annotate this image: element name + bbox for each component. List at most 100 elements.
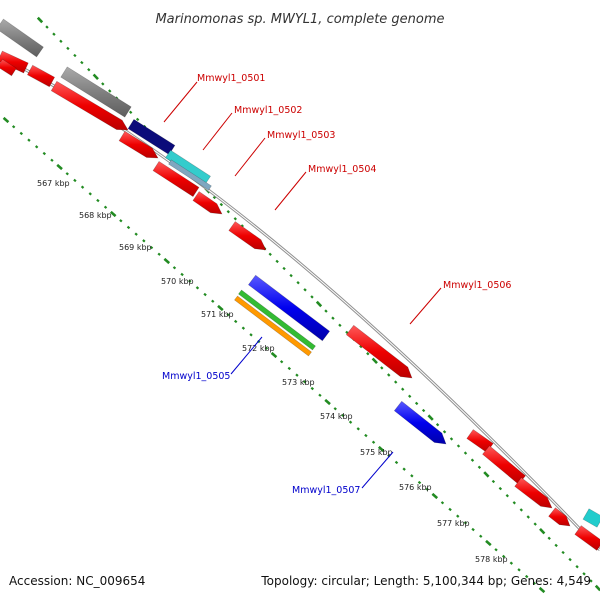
forward-cds[interactable] [466,429,494,453]
minor-tick [364,433,368,438]
minor-tick [302,380,307,384]
minor-tick [477,465,482,469]
minor-tick [241,326,246,330]
forward-cds[interactable] [574,525,600,551]
gene-label-mmwyl1-0501[interactable]: Mmwyl1_0501 [197,73,265,84]
major-tick [109,210,117,218]
minor-tick [410,474,414,478]
forward-cds[interactable] [192,191,223,215]
minor-tick [19,131,24,136]
minor-tick [394,460,399,465]
minor-tick [108,89,112,93]
forward-cds[interactable] [514,477,553,509]
minor-tick [34,145,39,149]
major-tick [36,16,44,24]
minor-tick [471,527,475,532]
tick-label: 571 kbp [201,310,234,319]
minor-tick [59,39,63,43]
major-tick [594,584,600,592]
tick-label: 573 kbp [282,378,315,387]
tick-label-group: 567 kbp 568 kbp 569 kbp 570 kbp 571 kbp … [37,179,508,564]
minor-tick [448,507,452,512]
minor-tick [517,568,521,572]
forward-cds[interactable] [228,221,267,251]
minor-tick [87,68,91,72]
minor-tick [129,110,133,114]
minor-tick [211,299,215,303]
minor-tick [172,266,177,270]
forward-cds[interactable] [0,58,17,77]
minor-tick [310,295,314,299]
forward-cds[interactable] [50,80,129,131]
gene-label-mmwyl1-0507[interactable]: Mmwyl1_0507 [292,485,360,496]
accession-text: Accession: NC_009654 [9,574,145,588]
minor-tick [142,239,146,243]
gene-label-mmwyl1-0503[interactable]: Mmwyl1_0503 [267,130,335,141]
minor-tick [289,273,293,278]
major-tick [538,586,546,594]
minor-tick [561,550,565,555]
major-tick [270,351,278,359]
minor-tick [505,494,509,498]
gene-label-mmwyl1-0504[interactable]: Mmwyl1_0504 [308,164,376,175]
minor-tick [463,451,468,455]
minor-tick [195,286,200,290]
map-title: Marinomonas sp. MWYL1, complete genome [155,12,444,27]
minor-tick [50,158,54,162]
gene-label-mmwyl1-0506[interactable]: Mmwyl1_0506 [443,280,511,291]
reverse-cds[interactable] [247,274,331,342]
minor-tick [52,32,56,36]
minor-tick [73,178,77,183]
cyan-feature[interactable] [582,508,600,528]
major-tick [431,492,439,500]
forward-cds[interactable] [152,160,200,198]
minor-tick [380,366,384,370]
minor-tick [203,292,207,297]
reverse-cds[interactable] [393,400,447,445]
major-tick [377,445,385,453]
minor-tick [509,561,514,565]
tick-label: 572 kbp [242,344,275,353]
slate-feature[interactable] [168,159,212,191]
inner-tick-track [2,116,546,594]
major-tick [371,357,378,364]
gene-label-mmwyl1-0505[interactable]: Mmwyl1_0505 [162,371,230,382]
minor-tick [456,444,461,448]
minor-tick [96,198,100,203]
gray-feature[interactable] [60,66,132,118]
minor-tick [11,125,16,129]
minor-tick [134,232,138,236]
tick-label: 570 kbp [161,277,194,286]
minor-tick [295,373,299,377]
minor-tick [264,346,269,350]
forward-cds[interactable] [118,130,159,159]
orange-feature[interactable] [234,295,312,357]
leader-line [230,336,263,375]
minor-tick [331,316,335,320]
minor-tick [387,373,391,377]
forward-cds[interactable] [548,507,571,527]
gene-label-mmwyl1-0502[interactable]: Mmwyl1_0502 [234,105,302,116]
forward-cds[interactable] [482,445,526,485]
minor-tick [582,572,586,576]
minor-tick [341,413,345,418]
tick-label: 568 kbp [79,211,112,220]
forward-cds[interactable] [345,324,413,379]
forward-cds[interactable] [26,64,56,88]
green-feature[interactable] [238,289,316,351]
navy-feature[interactable] [127,118,176,156]
minor-tick [402,467,406,471]
minor-tick [519,508,523,512]
minor-tick [494,548,498,552]
gray-feature[interactable] [0,18,44,58]
minor-tick [371,440,376,444]
minor-tick [233,319,238,324]
minor-tick [547,536,551,540]
minor-tick [157,252,161,256]
leader-line [234,137,266,177]
tick-label: 575 kbp [360,448,393,457]
major-tick [483,471,490,478]
leader-line [409,287,442,325]
minor-tick [408,394,412,398]
